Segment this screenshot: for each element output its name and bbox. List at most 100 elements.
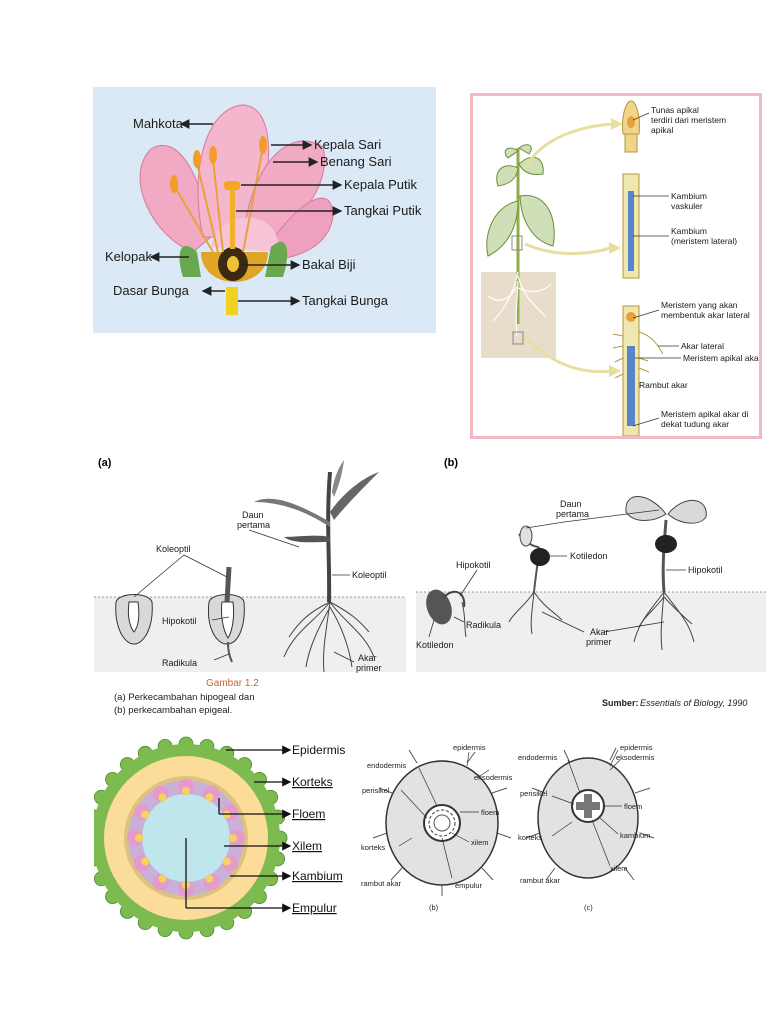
root-c-floem: floem [624,802,642,811]
label-kambium-lateral: Kambium [671,226,707,236]
label-mahkota: Mahkota [133,116,184,131]
label-epidermis: Epidermis [292,743,345,757]
vascular-bundles [127,779,245,897]
plant-leaves [486,144,555,257]
root-b-caption: (b) [429,903,439,912]
label-meristem-lateral-1: Meristem yang akan [661,300,738,310]
label-a-hipokotil: Hipokotil [162,616,197,626]
caption-title: Gambar 1.2 [206,678,259,689]
root-b-korteks: korteks [361,843,385,852]
label-kepala-putik: Kepala Putik [344,177,417,192]
kelopak-right-sepal [265,241,288,277]
label-b-kotiledon-left: Kotiledon [416,640,454,650]
germination-diagram: (a) (b) [94,452,766,722]
root-c-endodermis: endodermis [518,753,557,762]
label-korteks: Korteks [292,775,333,789]
soil-b [416,592,766,672]
root-b-xilem: xilem [471,838,489,847]
stem-cambium [622,173,640,279]
label-kambium-vaskuler-2: vaskuler [671,201,703,211]
label-xilem: Xilem [292,839,322,853]
label-tunas-desc1: terdiri dari meristem [651,115,726,125]
flower-petals [139,104,334,260]
label-b-hipokotil-right: Hipokotil [688,565,723,575]
root-c-eksodermis: eksodermis [616,753,655,762]
vascular-bundle [178,779,194,795]
corn-seedling [254,460,379,673]
vascular-bundle [203,874,220,891]
plant-roots [487,271,552,337]
root-b-perisikel: perisikel [362,786,390,795]
root-b-endodermis: endodermis [367,761,406,770]
label-b-radikula: Radikula [466,620,501,630]
caption-line-2: (b) perkecambahan epigeal. [114,705,232,716]
label-tangkai-bunga: Tangkai Bunga [302,293,389,308]
label-a-koleoptil-right: Koleoptil [352,570,387,580]
root-b-rambut-akar: rambut akar [361,879,402,888]
vascular-bundle [222,804,239,821]
label-b-kotiledon-mid: Kotiledon [570,551,608,561]
label-meristem-lateral-2: membentuk akar lateral [661,310,750,320]
source-text: Essentials of Biology, 1990 [640,698,747,708]
root-cross-section-b: endodermis epidermis eksodermis perisike… [357,738,527,918]
root-c-perisikel: perisikel [520,789,548,798]
label-b-daun-pertama-2: pertama [556,509,589,519]
vascular-bundle [133,804,150,821]
label-tunas-desc2: apikal [651,125,673,135]
meristem-diagram: Tunas apikal terdiri dari meristem apika… [470,93,762,439]
vascular-bundle [222,855,239,872]
caption-line-1: (a) Perkecambahan hipogeal dan [114,692,254,703]
label-benang-sari: Benang Sari [320,154,392,169]
label-a: (a) [98,457,112,469]
source-label: Sumber: [602,698,639,708]
root-c-epidermis: epidermis [620,743,653,752]
vascular-bundle [127,830,143,846]
label-meristem-tudung-2: dekat tudung akar [661,419,729,429]
bean-seedling-stage-3 [625,496,707,651]
label-akar-lateral: Akar lateral [681,341,724,351]
vascular-bundle [229,830,245,846]
root-c-korteks: korteks [518,833,542,842]
root-c-caption: (c) [584,903,593,912]
label-floem: Floem [292,807,325,821]
label-b-akar-primer-1: Akar [590,627,609,637]
label-a-akar-primer-1: Akar [358,653,377,663]
label-b-hipokotil-left: Hipokotil [456,560,491,570]
label-tunas-apikal: Tunas apikal [651,105,699,115]
stem-cross-section: Epidermis Korteks Floem Xilem Kambium Em… [84,728,374,946]
label-a-koleoptil: Koleoptil [156,544,191,554]
root-b-epidermis: epidermis [453,743,486,752]
label-dasar-bunga: Dasar Bunga [113,283,190,298]
label-kepala-sari: Kepala Sari [314,137,381,152]
label-kambium-lateral-2: (meristem lateral) [671,236,737,246]
label-a-akar-primer-2: primer [356,663,382,673]
root-b-eksodermis: eksodermis [474,773,513,782]
label-b-akar-primer-2: primer [586,637,612,647]
seed-stage-1 [115,594,153,645]
label-kambium-vaskuler: Kambium [671,191,707,201]
kepala-putik-shape [224,181,240,190]
label-rambut-akar: Rambut akar [639,380,688,390]
label-a-daun-pertama-2: pertama [237,520,270,530]
label-tangkai-putik: Tangkai Putik [344,203,422,218]
label-a-radikula: Radikula [162,658,197,668]
seed-stage-2 [207,566,245,663]
shoot-tip [622,100,640,153]
root-c-kambium: kambium [620,831,650,840]
root-b-empulur: empulur [455,881,483,890]
label-bakal-biji: Bakal Biji [302,257,356,272]
tangkai-bunga-shape [226,287,238,315]
label-kambium: Kambium [292,869,343,883]
vascular-bundle [152,874,169,891]
root-b-floem: floem [481,808,499,817]
stamens [174,146,264,253]
root-c-xilem: xilem [610,864,628,873]
label-meristem-apikal-akar: Meristem apikal akar [683,353,759,363]
tangkai-putik-shape [230,187,235,249]
flower-diagram: Mahkota Kepala Sari Benang Sari Kepala P… [93,87,436,333]
label-b: (b) [444,457,458,469]
vascular-bundle [133,855,150,872]
vascular-bundle [152,785,169,802]
label-meristem-tudung-1: Meristem apikal akar di [661,409,749,419]
vascular-bundle [203,785,220,802]
